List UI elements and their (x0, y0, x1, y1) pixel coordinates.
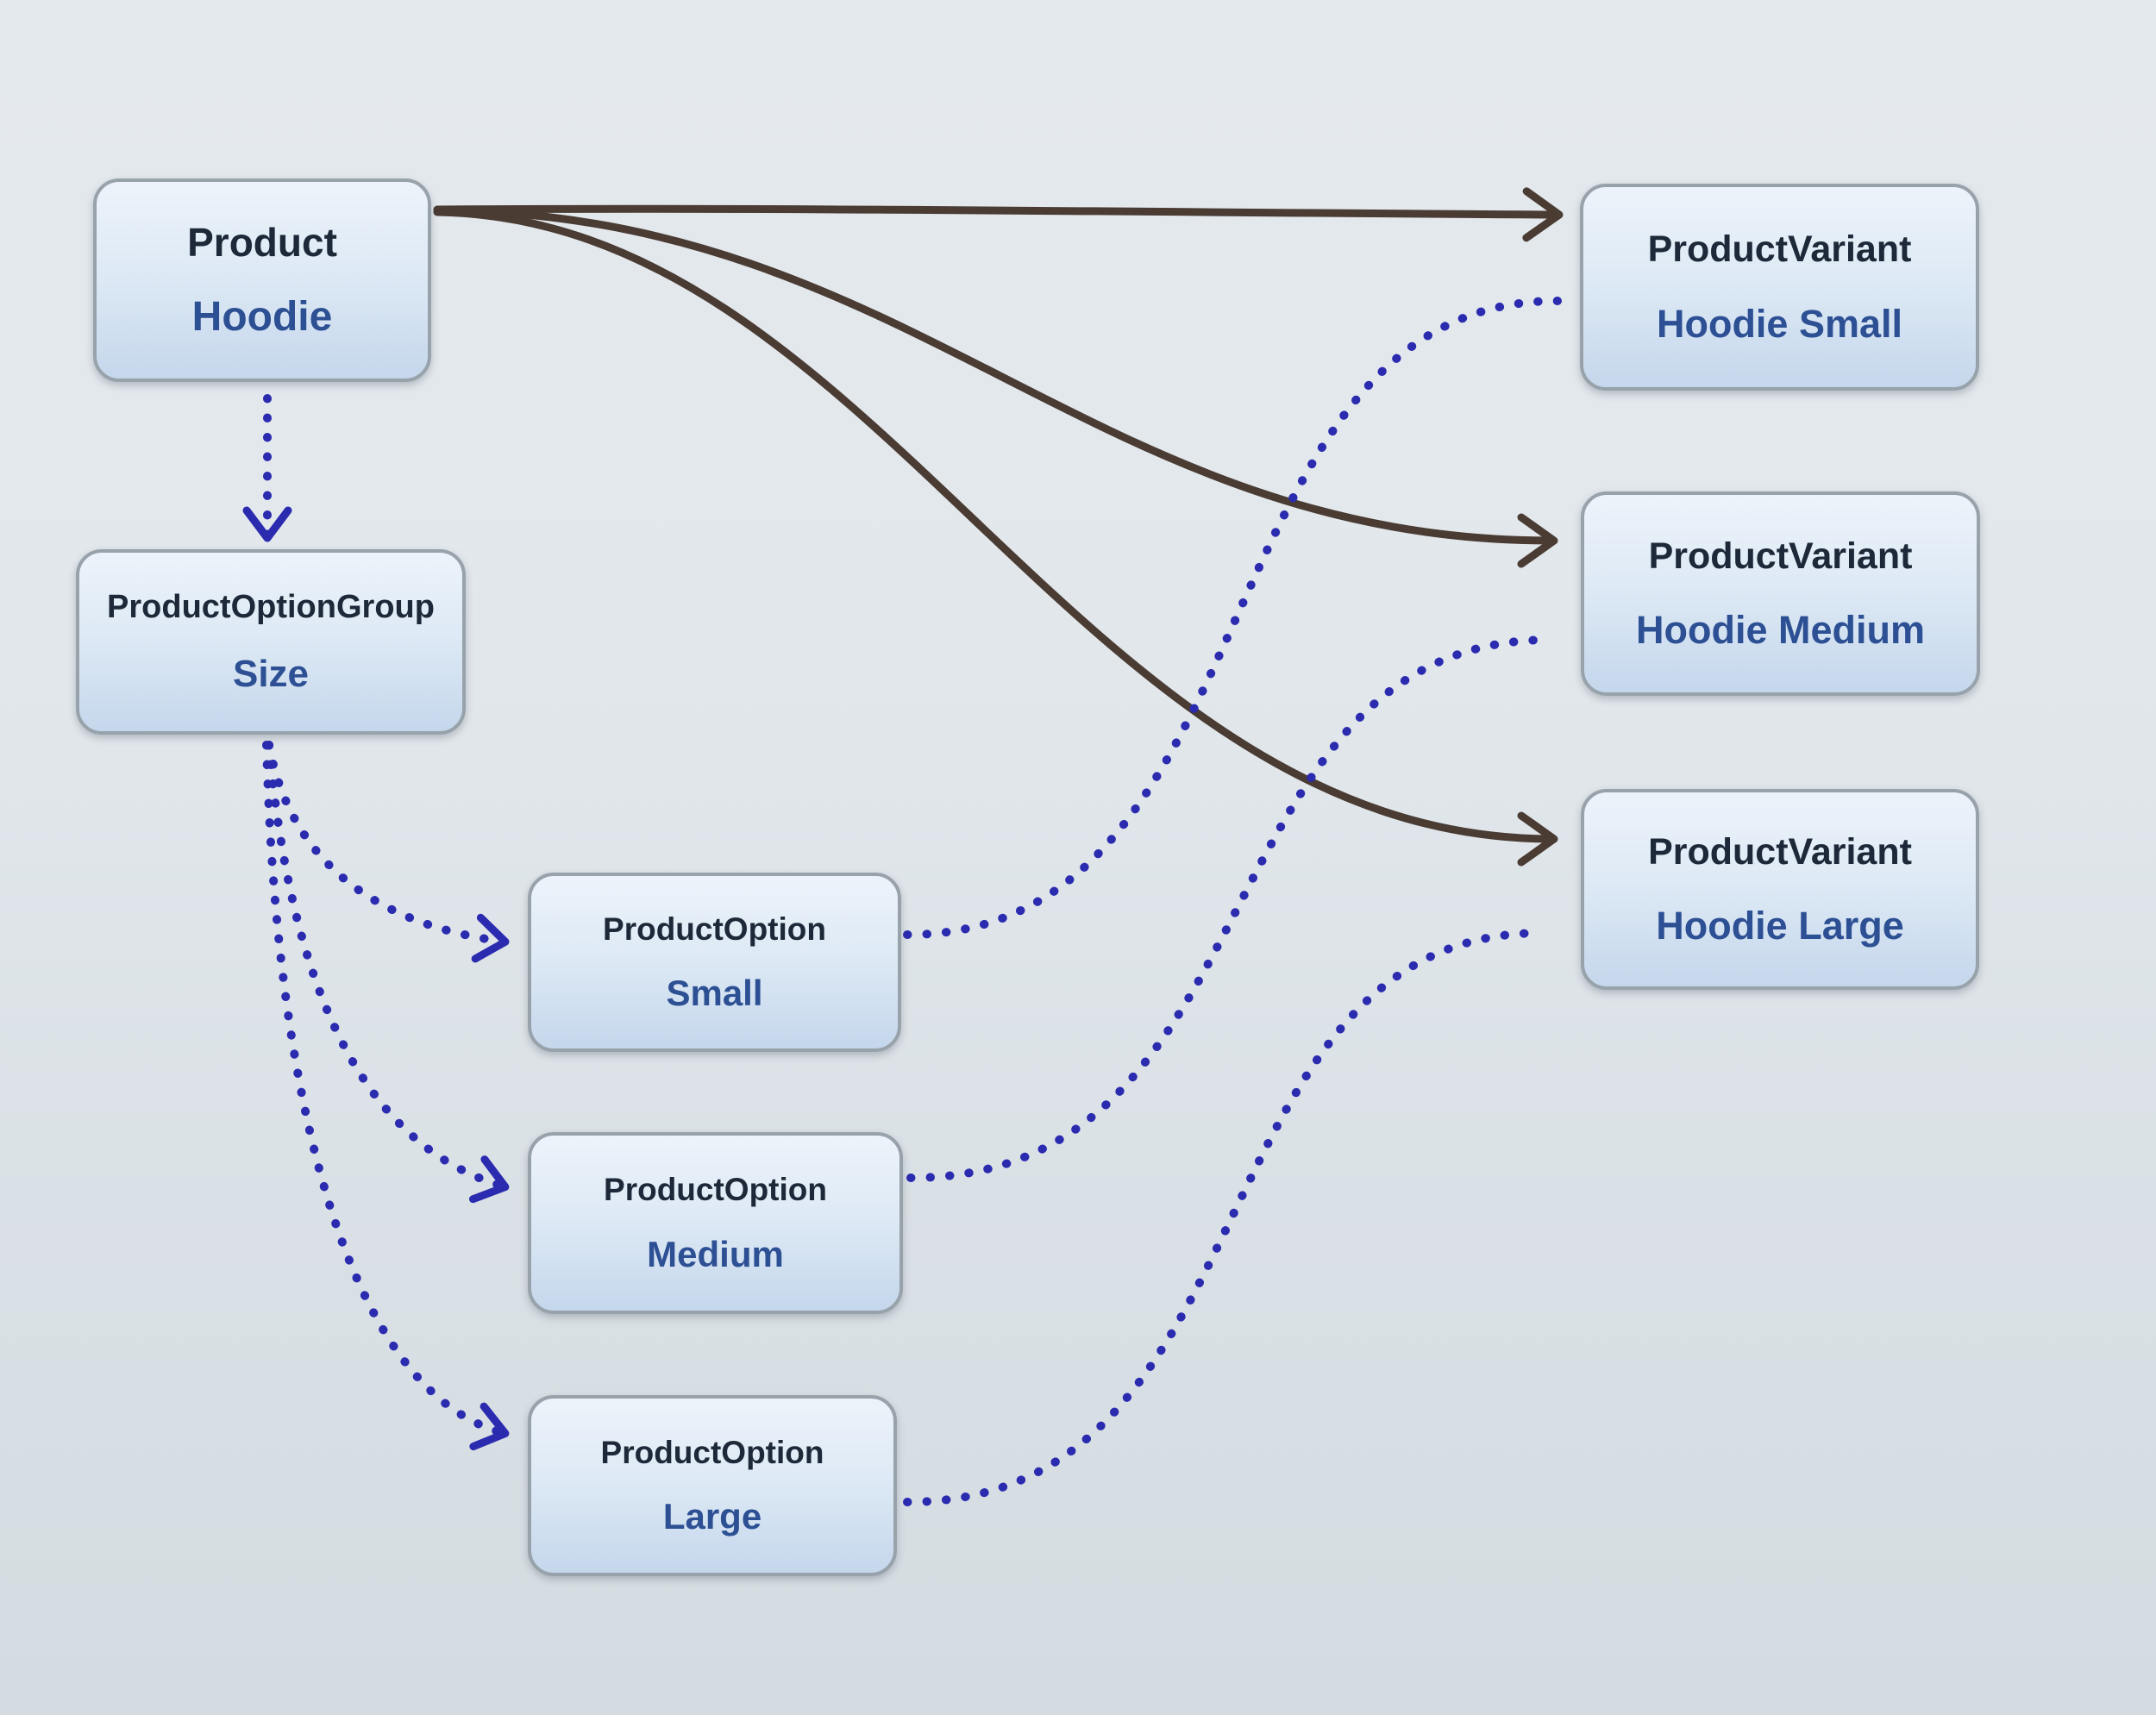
node-product[interactable]: Product Hoodie (93, 178, 431, 382)
node-product-variant-large[interactable]: ProductVariant Hoodie Large (1581, 789, 1979, 990)
edge-option-group-to-option-large (262, 741, 510, 1450)
node-product-option-small[interactable]: ProductOption Small (528, 873, 901, 1052)
node-type-label: ProductOption (600, 1434, 824, 1470)
node-type-label: ProductVariant (1648, 535, 1913, 577)
edge-option-large-to-variant-large (903, 929, 1546, 1506)
node-product-option-group[interactable]: ProductOptionGroup Size (76, 549, 466, 735)
edge-option-medium-to-variant-medium (906, 635, 1555, 1182)
edge-product-to-variant-medium (433, 206, 1558, 568)
node-product-variant-small[interactable]: ProductVariant Hoodie Small (1580, 184, 1979, 391)
node-value-label: Hoodie (191, 293, 333, 340)
node-value-label: Hoodie Large (1656, 903, 1904, 948)
edge-option-group-to-option-small (265, 741, 510, 963)
node-type-label: Product (187, 220, 337, 266)
node-type-label: ProductOption (603, 911, 826, 947)
edge-option-group-to-option-medium (265, 741, 510, 1204)
node-value-label: Hoodie Small (1656, 302, 1903, 347)
node-value-label: Size (232, 652, 310, 695)
node-type-label: ProductOption (604, 1172, 827, 1207)
node-value-label: Medium (647, 1234, 784, 1274)
node-type-label: ProductOptionGroup (107, 589, 435, 626)
node-value-label: Large (662, 1496, 762, 1537)
node-type-label: ProductVariant (1647, 228, 1912, 270)
edge-option-small-to-variant-small (903, 297, 1562, 939)
node-product-option-medium[interactable]: ProductOption Medium (528, 1132, 903, 1314)
node-value-label: Small (666, 973, 763, 1013)
edge-product-to-variant-large (433, 208, 1558, 867)
node-value-label: Hoodie Medium (1636, 608, 1925, 653)
edge-product-to-variant-small (433, 187, 1564, 242)
node-product-variant-medium[interactable]: ProductVariant Hoodie Medium (1581, 491, 1980, 696)
node-product-option-large[interactable]: ProductOption Large (528, 1395, 897, 1576)
node-type-label: ProductVariant (1648, 831, 1912, 873)
